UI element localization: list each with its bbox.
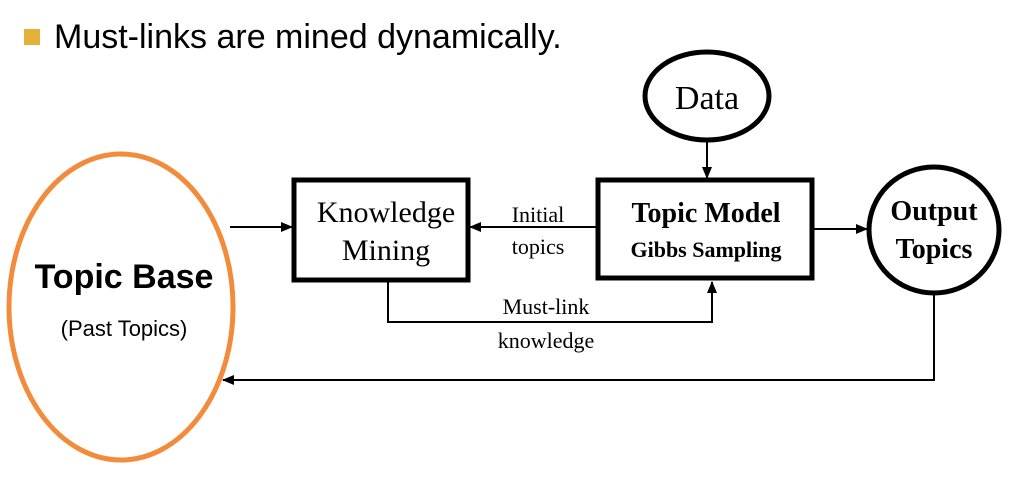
topic-model-line2: Gibbs Sampling (630, 237, 781, 262)
topic-base-title: Topic Base (35, 258, 214, 296)
bullet-text: Must-links are mined dynamically. (54, 18, 562, 56)
data-node-label: Data (675, 80, 739, 117)
edge-label-initial: Initial (512, 202, 565, 227)
edge-label-topics: topics (512, 234, 565, 259)
topic-base-node (6, 151, 236, 463)
output-topics-node (866, 164, 1002, 296)
output-topics-line1: Output (890, 196, 978, 227)
topic-base-subtitle: (Past Topics) (61, 316, 188, 341)
arrow-must-link-knowledge (387, 281, 717, 323)
arrow-output-to-topic-base (222, 295, 935, 385)
edge-label-knowledge: knowledge (498, 328, 595, 353)
topic-model-node (595, 177, 815, 281)
bullet-marker (24, 29, 40, 45)
knowledge-mining-node (291, 177, 471, 283)
knowledge-mining-line1: Knowledge (317, 196, 455, 229)
topic-model-line1: Topic Model (631, 198, 780, 229)
knowledge-mining-line2: Mining (342, 234, 430, 267)
output-topics-line2: Topics (896, 234, 973, 265)
edge-label-must-link: Must-link (503, 294, 590, 319)
